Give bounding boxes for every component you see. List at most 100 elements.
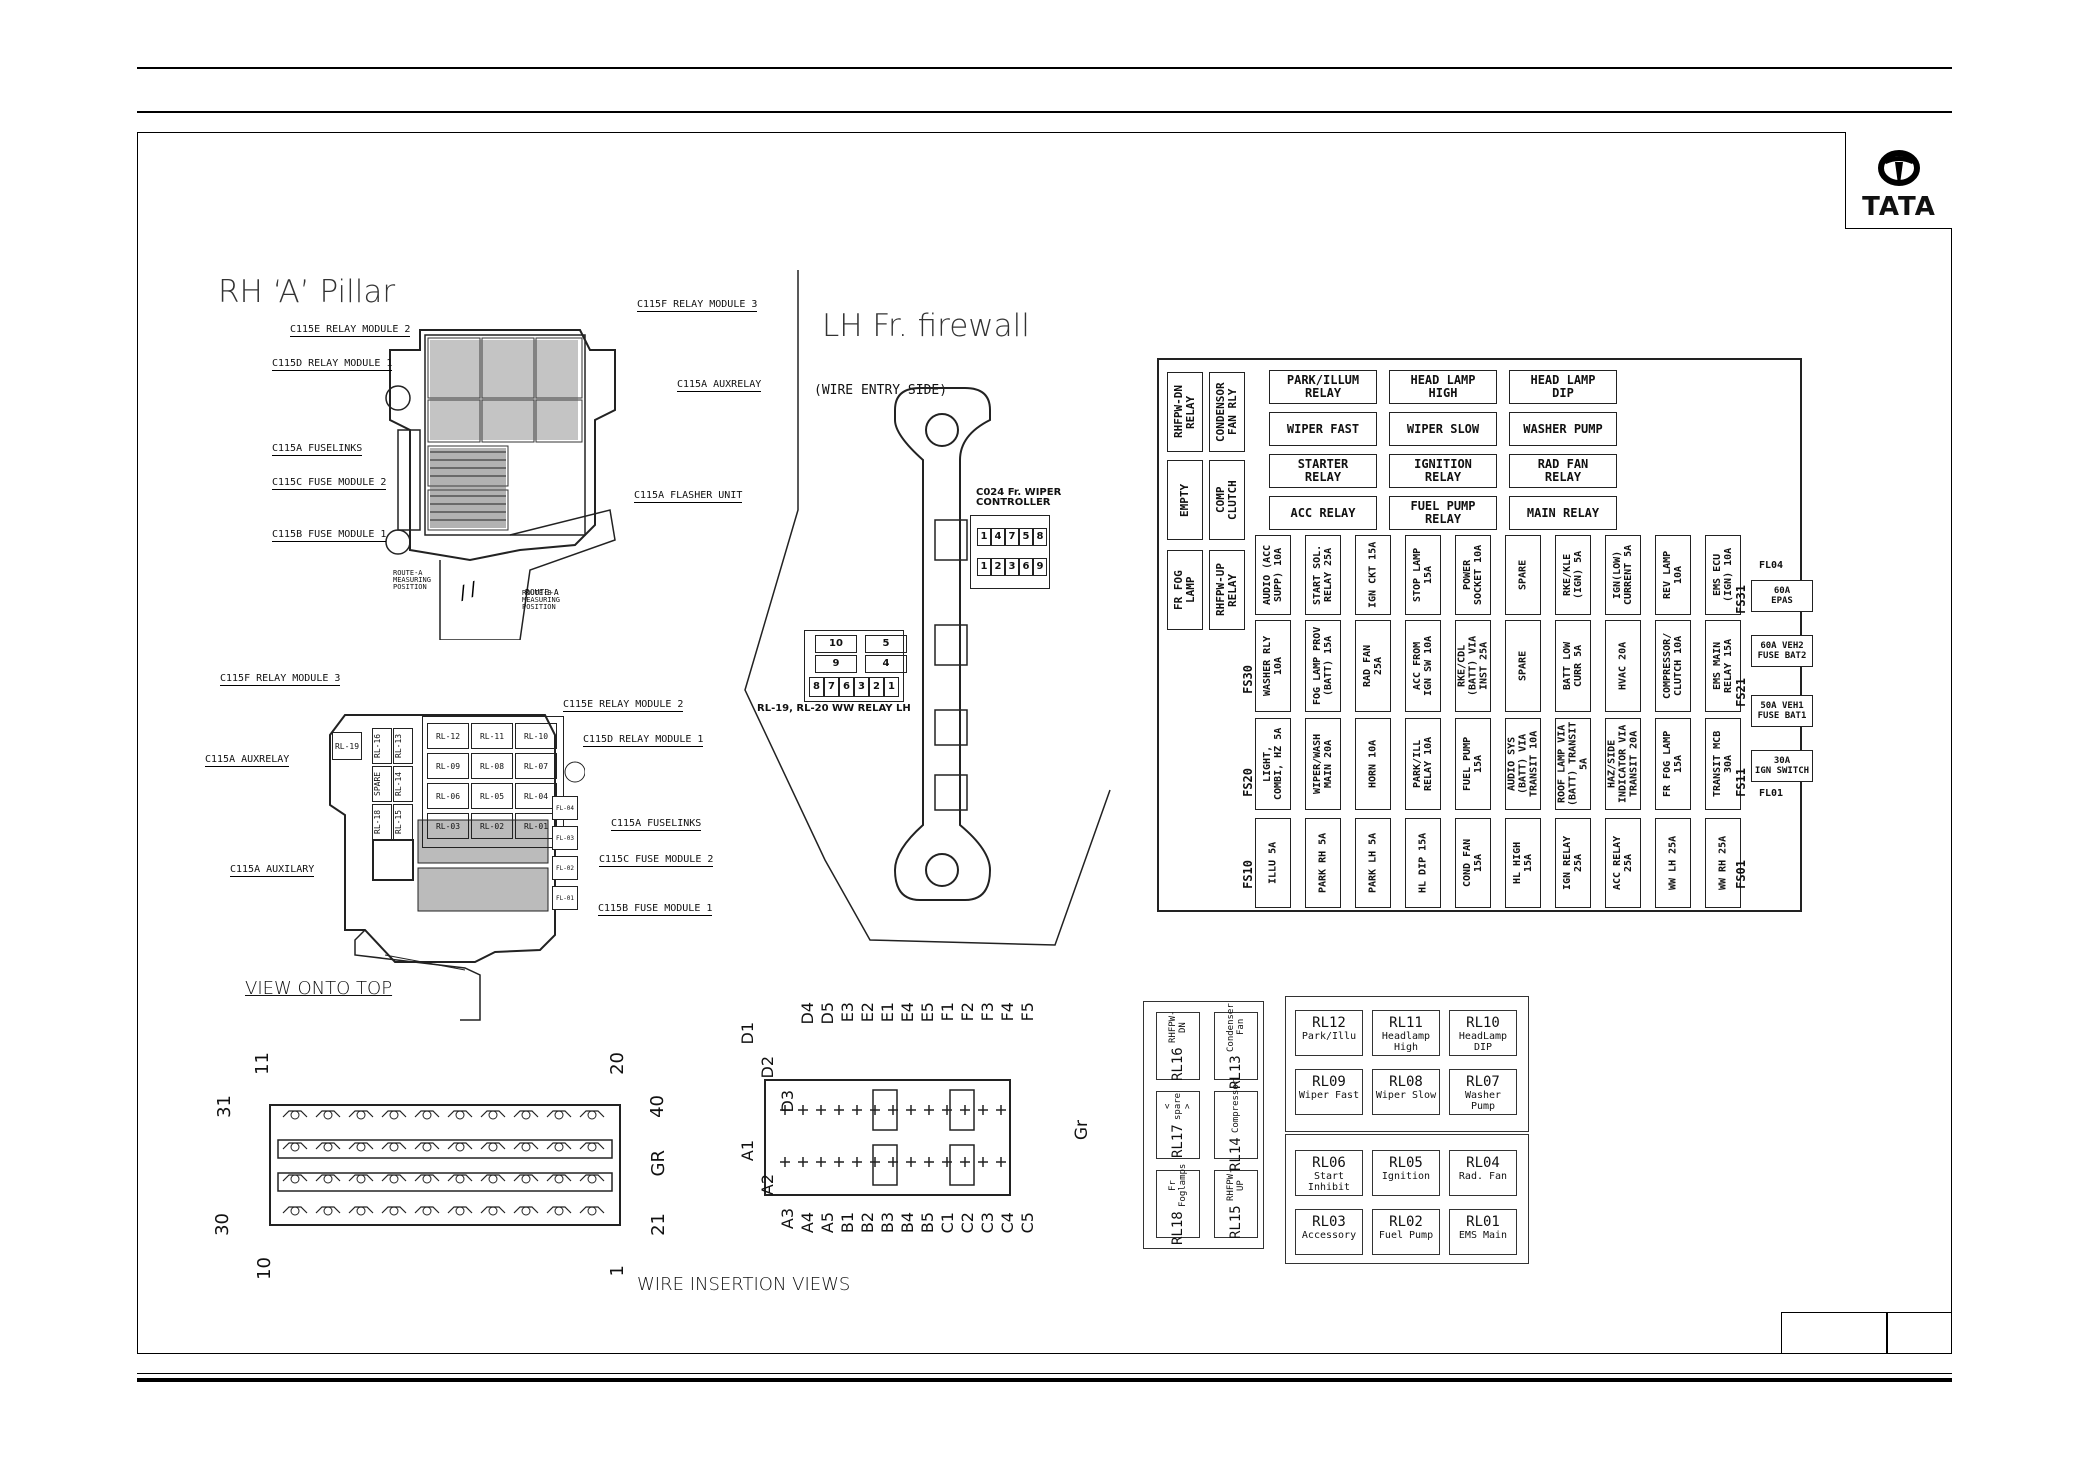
connector2-top-pin-label: E2 bbox=[858, 1002, 877, 1023]
fusebox-fuselink-label: FL01 bbox=[1759, 788, 1784, 799]
connector2-top-pin-label: E4 bbox=[898, 1002, 917, 1023]
connector1-pin bbox=[422, 1110, 432, 1120]
connector1-pin bbox=[587, 1174, 597, 1184]
connector1-cavity bbox=[480, 1142, 506, 1150]
wire-insertion-views-title: WIRE INSERTION VIEWS bbox=[637, 1274, 851, 1295]
connector1-pin bbox=[290, 1110, 300, 1120]
callout-c115d-2: C115D RELAY MODULE 1 bbox=[583, 734, 704, 747]
connector1-pin bbox=[356, 1110, 366, 1120]
fusebox-fuse: IGN CKT 15A bbox=[1355, 535, 1391, 615]
rl-18-cell: RL-18 bbox=[372, 804, 392, 840]
top-view-relay-cell: RL-08 bbox=[471, 753, 513, 779]
relay-id: RL07 bbox=[1466, 1074, 1500, 1090]
fusebox-fuse: SPARE bbox=[1505, 535, 1541, 615]
connector2-pin bbox=[834, 1157, 844, 1167]
connector1-pin bbox=[587, 1142, 597, 1152]
fusebox-section-label: FS11 bbox=[1734, 768, 1748, 797]
rl-19-cell: RL-19 bbox=[332, 732, 362, 760]
connector2-pin bbox=[780, 1105, 790, 1115]
callout-c115a-fuselinks-2: C115A FUSELINKS bbox=[611, 818, 702, 831]
top-view-fusebox-outline bbox=[329, 714, 585, 1021]
connector2-bottom-pin-label: A2 bbox=[758, 1174, 777, 1196]
connector1-pin bbox=[356, 1174, 366, 1184]
relay-id: RL04 bbox=[1466, 1155, 1500, 1171]
pin-1-label: 1 bbox=[607, 1265, 628, 1277]
relay-panel-left bbox=[1143, 1001, 1264, 1249]
fusebox-relay: WIPER FAST bbox=[1269, 412, 1377, 446]
fusebox-fuse: HL DIP 15A bbox=[1405, 818, 1441, 908]
fusebox-relay: HEAD LAMP DIP bbox=[1509, 370, 1617, 404]
connector2-top-pin-label: E3 bbox=[838, 1002, 857, 1023]
connector-40pin-drawing bbox=[269, 1104, 621, 1226]
fusebox-fuse: AUDIO SYS (BATT) VIA TRANSIT 10A bbox=[1505, 718, 1541, 810]
relay-name: Rad. Fan bbox=[1458, 1171, 1508, 1182]
fusebox-fuse: START SOL. RELAY 25A bbox=[1305, 535, 1341, 615]
relay-id: RL05 bbox=[1389, 1155, 1423, 1171]
connector2-bottom-pin-label: A1 bbox=[738, 1140, 757, 1162]
relay-name: Ignition bbox=[1381, 1171, 1431, 1182]
route-a-label: ROUTE-A MEASURING POSITION bbox=[393, 569, 431, 591]
connector1-pin bbox=[422, 1206, 432, 1216]
svg-text://: // bbox=[455, 578, 483, 605]
relay-panel-left-cell: RL17< spare > bbox=[1156, 1091, 1200, 1159]
connector1-cavity bbox=[579, 1206, 605, 1214]
connector1-cavity bbox=[315, 1110, 341, 1118]
fusebox-fuse: WW LH 25A bbox=[1655, 818, 1691, 908]
connector1-cavity bbox=[513, 1174, 539, 1182]
relay-id: RL03 bbox=[1312, 1214, 1346, 1230]
fusebox-relay: WASHER PUMP bbox=[1509, 412, 1617, 446]
fusebox-section-label: FS30 bbox=[1241, 665, 1255, 694]
fusebox-fuse: PARK LH 5A bbox=[1355, 818, 1391, 908]
top-view-relay-cell: RL-12 bbox=[427, 723, 469, 749]
connector1-cavity bbox=[315, 1206, 341, 1214]
ww-relay-pin: 1 bbox=[884, 677, 899, 697]
connector1-cavity bbox=[381, 1110, 407, 1118]
fusebox-relay: PARK/ILLUM RELAY bbox=[1269, 370, 1377, 404]
connector1-pin bbox=[455, 1110, 465, 1120]
connector2-pin bbox=[996, 1105, 1006, 1115]
connector2-bottom-pin-label: C2 bbox=[958, 1212, 977, 1234]
connector2-pin bbox=[834, 1105, 844, 1115]
connector2-pin bbox=[816, 1105, 826, 1115]
top-view-relay-cell: RL-03 bbox=[427, 813, 469, 839]
fusebox-fuse: RKE/KLE (IGN) 5A bbox=[1555, 535, 1591, 615]
connector2-bottom-pin-label: C3 bbox=[978, 1212, 997, 1234]
connector2-top-pin-label: F1 bbox=[938, 1002, 957, 1022]
connector1-cavity bbox=[315, 1142, 341, 1150]
connector1-cavity bbox=[348, 1206, 374, 1214]
connector1-cavity bbox=[348, 1110, 374, 1118]
relay-id: RL15 bbox=[1228, 1205, 1244, 1240]
connector1-cavity bbox=[579, 1174, 605, 1182]
fusebox-left-box: RHFPW-UP RELAY bbox=[1209, 550, 1245, 630]
wiper-pin: 3 bbox=[1005, 558, 1019, 576]
wiper-pin: 6 bbox=[1019, 558, 1033, 576]
wiper-pin: 5 bbox=[1019, 528, 1033, 546]
connector2-pin bbox=[906, 1157, 916, 1167]
connector1-cavity bbox=[579, 1142, 605, 1150]
connector2-top-pin-label: D1 bbox=[738, 1022, 757, 1045]
fusebox-fuse: STOP LAMP 15A bbox=[1405, 535, 1441, 615]
top-view-fuselink-cell: FL-01 bbox=[552, 886, 578, 910]
relay-panel-right-bottom bbox=[1285, 1134, 1529, 1264]
relay-name: RHFPW-DN bbox=[1168, 1010, 1188, 1044]
connector1-pin bbox=[521, 1110, 531, 1120]
ww-relay-pin: 10 bbox=[815, 635, 857, 653]
fusebox-fuse: AUDIO (ACC SUPP) 10A bbox=[1255, 535, 1291, 615]
relay-id: RL11 bbox=[1389, 1015, 1423, 1031]
connector1-cavity bbox=[513, 1110, 539, 1118]
connector1-pin bbox=[389, 1206, 399, 1216]
ww-relay-label: RL-19, RL-20 WW RELAY LH bbox=[757, 703, 911, 714]
ww-relay-pin: 4 bbox=[865, 655, 907, 673]
connector2-pin bbox=[942, 1105, 952, 1115]
fusebox-left-box: CONDENSOR FAN RLY bbox=[1209, 372, 1245, 452]
connector1-pin bbox=[356, 1206, 366, 1216]
connector1-cavity bbox=[381, 1206, 407, 1214]
